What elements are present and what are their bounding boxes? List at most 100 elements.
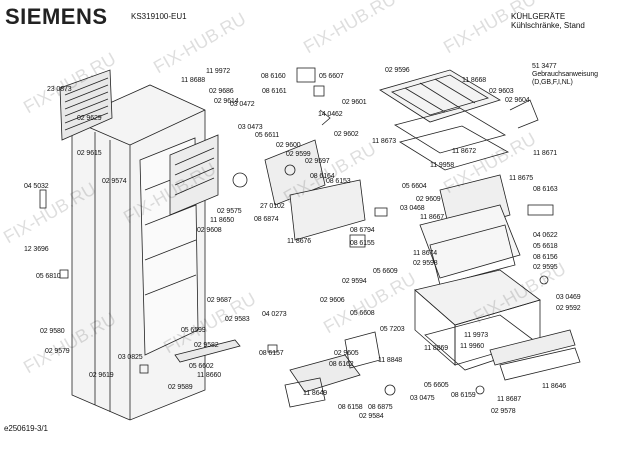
part-number-label: 11 9958 <box>430 162 455 169</box>
bottom-rails <box>174 331 381 408</box>
lamp-housing <box>289 179 366 241</box>
part-number-label: 11 8869 <box>424 345 449 352</box>
top-shelf <box>379 69 501 123</box>
part-number-label: 02 9597 <box>305 158 330 165</box>
part-number-label: 02 9582 <box>194 342 219 349</box>
part-number-label: 05 6609 <box>373 268 398 275</box>
part-number-label: 03 0475 <box>410 395 435 402</box>
part-number-label: 05 7203 <box>380 326 405 333</box>
part-number-label: 08 6794 <box>350 227 375 234</box>
manual-part-number: 51 3477 <box>532 63 557 70</box>
part-number-label: 02 9579 <box>45 348 70 355</box>
part-number-label: 11 8660 <box>197 372 222 379</box>
part-number-label: 02 9600 <box>276 142 301 149</box>
part-number-label: 02 9602 <box>334 131 359 138</box>
part-number-label: 02 9594 <box>342 278 367 285</box>
part-number-label: 11 8673 <box>372 138 397 145</box>
part-number-label: 11 9972 <box>206 68 231 75</box>
part-number-label: 11 8687 <box>497 396 522 403</box>
part-number-label: 11 8650 <box>210 217 235 224</box>
manual-title: Gebrauchsanweisung <box>532 71 598 78</box>
part-number-label: 02 9574 <box>102 178 127 185</box>
glass-shelves <box>393 107 510 171</box>
evaporator-plate <box>169 134 219 216</box>
part-number-label: 02 9598 <box>413 260 438 267</box>
part-number-label: 03 0472 <box>230 101 255 108</box>
part-number-label: 02 9580 <box>40 328 65 335</box>
part-number-label: 11 8671 <box>533 150 558 157</box>
part-number-label: 02 9578 <box>491 408 516 415</box>
model-number: KS319100-EU1 <box>131 12 187 21</box>
part-number-label: 08 6155 <box>350 240 375 247</box>
part-number-label: 08 6163 <box>533 186 558 193</box>
part-number-label: 12 3696 <box>24 246 49 253</box>
part-number-label: 11 8649 <box>303 390 328 397</box>
part-number-label: 02 9629 <box>77 115 102 122</box>
part-number-label: 08 6159 <box>451 392 476 399</box>
part-number-label: 05 6599 <box>181 327 206 334</box>
part-number-label: 11 8668 <box>462 77 487 84</box>
part-number-label: 02 9615 <box>77 150 102 157</box>
condenser-grid <box>59 69 113 141</box>
manual-languages: (D,GB,F,I,NL) <box>532 79 573 86</box>
part-number-label: 02 9604 <box>505 97 530 104</box>
part-number-label: 11 8646 <box>542 383 567 390</box>
part-number-label: 04 0273 <box>262 311 287 318</box>
part-number-label: 08 6161 <box>262 88 287 95</box>
part-number-label: 02 9592 <box>556 305 581 312</box>
part-number-label: 11 8674 <box>413 250 438 257</box>
part-number-label: 05 6605 <box>424 382 449 389</box>
part-number-label: 02 9619 <box>89 372 114 379</box>
part-number-label: 02 9589 <box>168 384 193 391</box>
part-number-label: 02 9614 <box>214 98 239 105</box>
part-number-label: 11 8848 <box>378 357 403 364</box>
part-number-label: 05 6602 <box>189 363 214 370</box>
part-number-label: 05 6618 <box>533 243 558 250</box>
part-number-label: 03 0468 <box>400 205 425 212</box>
part-number-label: 08 6162 <box>329 361 354 368</box>
part-number-label: 08 6164 <box>310 173 335 180</box>
part-number-label: 05 6611 <box>255 132 280 139</box>
crisper <box>419 174 521 286</box>
part-number-label: 27 0102 <box>260 203 285 210</box>
part-number-label: 03 0825 <box>118 354 143 361</box>
category-line-1: KÜHLGERÄTE <box>511 12 566 21</box>
part-number-label: 02 9686 <box>209 88 234 95</box>
part-number-label: 11 8667 <box>420 214 445 221</box>
part-number-label: 05 6604 <box>402 183 427 190</box>
part-number-label: 02 9687 <box>207 297 232 304</box>
small-fittings <box>39 67 554 396</box>
part-number-label: 02 9599 <box>286 151 311 158</box>
part-number-label: 11 9973 <box>464 332 489 339</box>
brand-logo: SIEMENS <box>5 4 108 29</box>
part-number-label: 02 9596 <box>385 67 410 74</box>
part-number-label: 14 0462 <box>318 111 343 118</box>
category-line-2: Kühlschränke, Stand <box>511 21 585 30</box>
part-number-label: 02 9601 <box>342 99 367 106</box>
part-number-label: 08 6157 <box>259 350 284 357</box>
part-number-label: 02 9603 <box>489 88 514 95</box>
thermostat-assembly <box>232 139 326 206</box>
part-number-label: 02 9584 <box>359 413 384 420</box>
part-number-label: 11 8676 <box>287 238 312 245</box>
part-number-label: 02 9575 <box>217 208 242 215</box>
footer-code: e250619-3/1 <box>4 424 48 433</box>
part-number-label: 08 6160 <box>261 73 286 80</box>
part-number-label: 02 9609 <box>416 196 441 203</box>
part-number-label: 08 6153 <box>326 178 351 185</box>
part-number-label: 08 6874 <box>254 216 279 223</box>
part-number-label: 02 9583 <box>225 316 250 323</box>
part-number-label: 05 6810 <box>36 273 61 280</box>
part-number-label: 02 9606 <box>320 297 345 304</box>
part-number-label: 08 6156 <box>533 254 558 261</box>
part-number-label: 02 9605 <box>334 350 359 357</box>
part-number-label: 04 5032 <box>24 183 49 190</box>
part-number-label: 11 8675 <box>509 175 534 182</box>
part-number-label: 03 0469 <box>556 294 581 301</box>
part-number-label: 08 6158 <box>338 404 363 411</box>
part-number-label: 03 0473 <box>238 124 263 131</box>
part-number-label: 05 6607 <box>319 73 344 80</box>
part-number-label: 04 0622 <box>533 232 558 239</box>
part-number-label: 11 8688 <box>181 77 206 84</box>
